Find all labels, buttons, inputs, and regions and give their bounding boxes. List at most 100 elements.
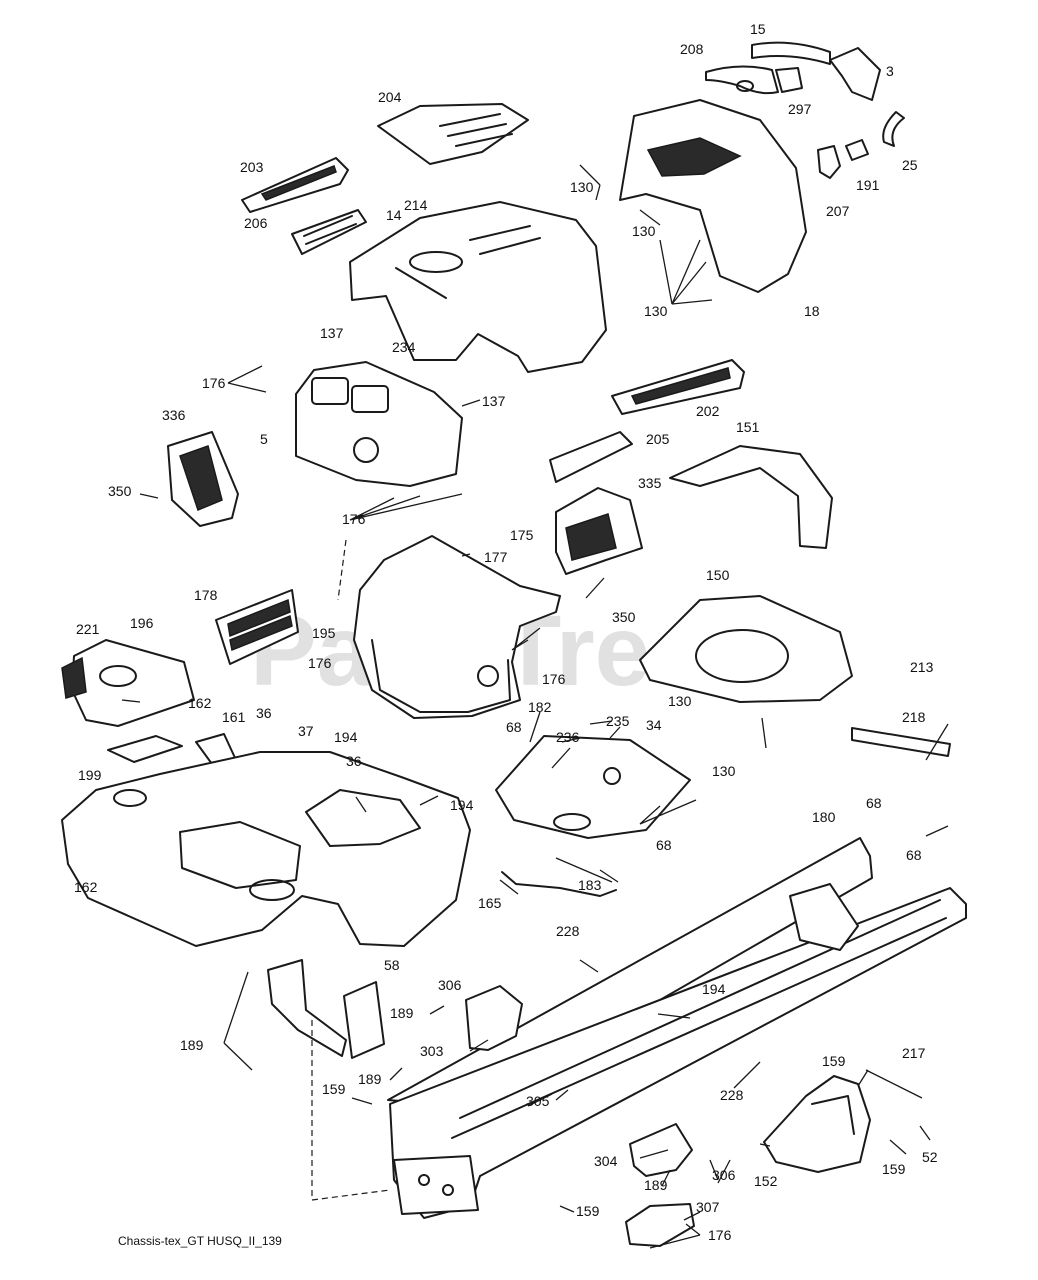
part-3-bracket <box>829 47 881 101</box>
part-5-slot-left <box>311 377 349 405</box>
part-5-round <box>353 437 379 463</box>
callout-137-a: 137 <box>320 325 344 341</box>
part-152-detail <box>811 1095 855 1135</box>
callout-203: 203 <box>240 159 264 175</box>
callout-194-b: 194 <box>450 797 474 813</box>
callout-162-a: 162 <box>188 695 212 711</box>
part-37-fender <box>61 751 471 947</box>
frame-hole-1 <box>418 1174 430 1186</box>
part-58-bracket <box>343 981 385 1059</box>
callout-177: 177 <box>484 549 508 565</box>
callout-335: 335 <box>638 475 662 491</box>
callout-208: 208 <box>680 41 704 57</box>
callout-130-d: 130 <box>668 693 692 709</box>
callout-159-a: 159 <box>322 1081 346 1097</box>
part-203-slots <box>260 165 337 201</box>
part-37-recess <box>179 821 301 889</box>
callout-130-c: 130 <box>644 303 668 319</box>
part-14-opening <box>409 251 463 273</box>
callout-25: 25 <box>902 157 918 173</box>
part-34-plate <box>495 735 691 839</box>
callout-34: 34 <box>646 717 662 733</box>
part-204-grille <box>439 113 513 147</box>
callout-206: 206 <box>244 215 268 231</box>
callout-304: 304 <box>594 1153 618 1169</box>
callout-labels: 15 208 3 297 204 25 203 191 130 207 214 … <box>74 21 938 1243</box>
part-180-rear-plate <box>393 1155 479 1215</box>
callout-189-c: 189 <box>358 1071 382 1087</box>
callout-350-a: 350 <box>108 483 132 499</box>
callout-52: 52 <box>922 1149 938 1165</box>
callout-176-a: 176 <box>202 375 226 391</box>
part-5-slot-right <box>351 385 389 413</box>
callout-175: 175 <box>510 527 534 543</box>
callout-130-a: 130 <box>570 179 594 195</box>
part-196-ring <box>99 665 137 687</box>
callout-228-b: 228 <box>720 1087 744 1103</box>
part-180-flange <box>451 899 947 1139</box>
callout-217: 217 <box>902 1045 926 1061</box>
callout-159-c: 159 <box>882 1161 906 1177</box>
part-34-slot <box>553 813 591 831</box>
part-37-left-hole <box>113 789 147 807</box>
part-189-bracket <box>267 959 347 1057</box>
part-5-dash <box>295 361 463 487</box>
part-208-handle <box>705 65 779 95</box>
callout-130-e: 130 <box>712 763 736 779</box>
part-178-slots <box>227 598 293 652</box>
part-307-cover <box>625 1203 695 1247</box>
callout-228-a: 228 <box>556 923 580 939</box>
part-34-hole <box>603 767 621 785</box>
callout-196: 196 <box>130 615 154 631</box>
callout-194-c: 194 <box>702 981 726 997</box>
callout-307: 307 <box>696 1199 720 1215</box>
dash-line-1 <box>337 539 347 601</box>
callout-36-b: 36 <box>346 753 362 769</box>
callout-195: 195 <box>312 625 336 641</box>
frame-hole-2 <box>442 1184 454 1196</box>
part-182-hole <box>477 665 499 687</box>
callout-207: 207 <box>826 203 850 219</box>
part-202-mesh <box>630 367 731 405</box>
callout-306-b: 306 <box>712 1167 736 1183</box>
part-150-opening <box>695 629 789 683</box>
callout-18: 18 <box>804 303 820 319</box>
part-152-bracket <box>763 1075 871 1173</box>
callout-182: 182 <box>528 699 552 715</box>
callout-162-b: 162 <box>74 879 98 895</box>
part-335-mesh <box>565 513 617 561</box>
part-25-strip <box>882 111 905 147</box>
part-151-bracket <box>669 445 833 549</box>
callout-350-b: 350 <box>612 609 636 625</box>
part-199-plate <box>107 735 183 763</box>
part-15-rail <box>751 41 831 65</box>
callout-68-c: 68 <box>656 837 672 853</box>
callout-303: 303 <box>420 1043 444 1059</box>
part-303-plate <box>465 985 523 1051</box>
callout-14: 14 <box>386 207 402 223</box>
leader-lines <box>121 164 949 1249</box>
part-14-hood <box>349 201 607 373</box>
callout-235: 235 <box>606 713 630 729</box>
callout-336: 336 <box>162 407 186 423</box>
callout-199: 199 <box>78 767 102 783</box>
callout-236: 236 <box>556 729 580 745</box>
callout-214: 214 <box>404 197 428 213</box>
part-196-cover <box>71 639 195 727</box>
callout-204: 204 <box>378 89 402 105</box>
callout-297: 297 <box>788 101 812 117</box>
callout-189-a: 189 <box>180 1037 204 1053</box>
callout-3: 3 <box>886 63 894 79</box>
callout-176-d: 176 <box>542 671 566 687</box>
part-206-vent <box>291 209 367 255</box>
dash-line-2 <box>311 1020 391 1201</box>
callout-37: 37 <box>298 723 314 739</box>
part-297-clip <box>775 67 803 93</box>
part-37-seat-well <box>305 789 421 847</box>
part-18-bumper <box>619 99 807 293</box>
part-18-mesh <box>646 137 742 177</box>
callout-176-c: 176 <box>308 655 332 671</box>
part-207-latch <box>817 145 841 179</box>
callout-176-b: 176 <box>342 511 366 527</box>
